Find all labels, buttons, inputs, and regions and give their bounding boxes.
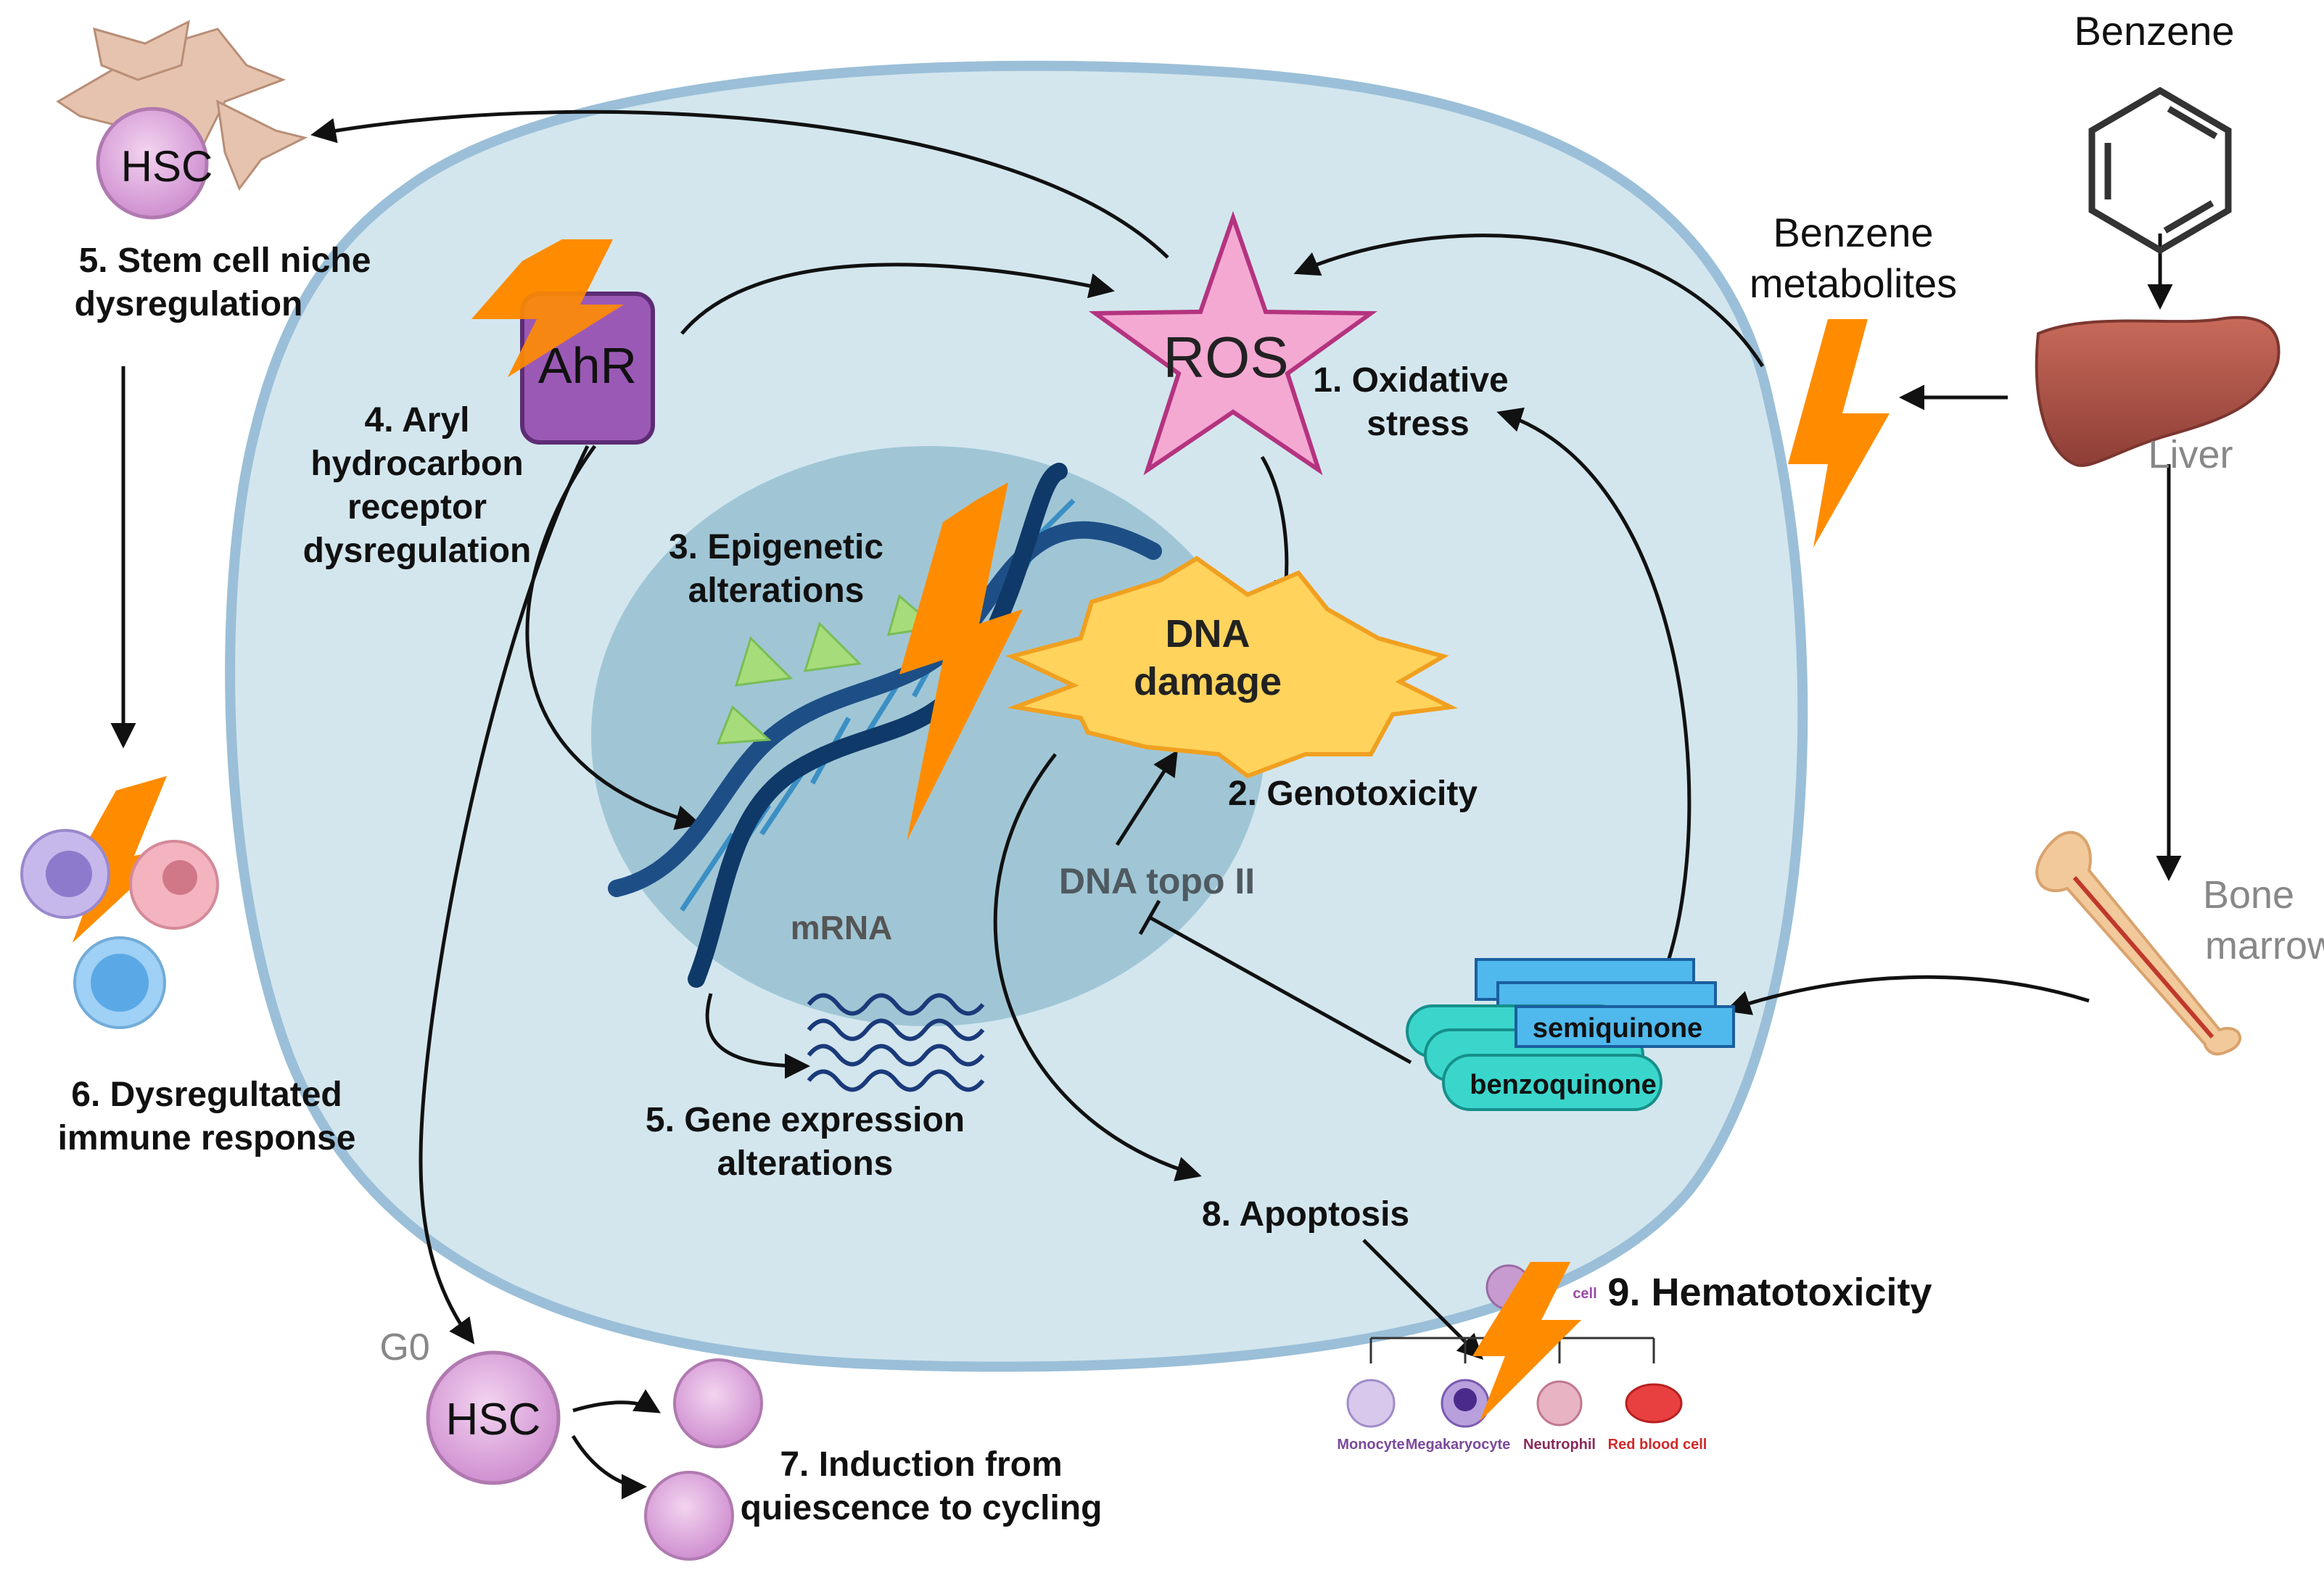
step3-line2: alterations <box>688 571 865 610</box>
blood-lineage-tree <box>1346 1264 1683 1428</box>
stem-cell-label: cell <box>1573 1286 1596 1302</box>
step5b-line2: alterations <box>717 1144 894 1183</box>
benzene-ring-icon <box>2088 86 2232 255</box>
g0-label: G0 <box>379 1326 429 1369</box>
bone-marrow-line2: marrow <box>2205 924 2324 967</box>
arrows <box>110 110 2182 1500</box>
dna-damage-burst <box>1005 556 1459 779</box>
step5a-line1: 5. Stem cell niche <box>79 242 371 280</box>
lightning-icon <box>471 239 624 377</box>
lightning-icon <box>899 482 1023 841</box>
step4-line4: dysregulation <box>303 532 532 570</box>
step2-line1: 2. Genotoxicity <box>1228 775 1478 813</box>
bone-marrow-line1: Bone <box>2203 873 2294 917</box>
neutrophil-label: Neutrophil <box>1523 1437 1596 1453</box>
step-labels: 1. Oxidative stress 2. Genotoxicity 3. E… <box>58 242 1932 1527</box>
hsc-quiescent-label: HSC <box>446 1395 541 1445</box>
megakaryocyte-label: Megakaryocyte <box>1406 1437 1511 1453</box>
cycling-cell <box>673 1358 763 1448</box>
arrow-dna-damage-to-apoptosis <box>993 753 1202 1181</box>
step7-line2: quiescence to cycling <box>741 1489 1103 1527</box>
liver-icon <box>2035 315 2280 467</box>
benzene-label: Benzene <box>2074 8 2234 54</box>
step8-line1: 8. Apoptosis <box>1202 1195 1409 1234</box>
lightning-icon <box>1472 1262 1581 1421</box>
hsc-quiescent-cell <box>426 1350 561 1485</box>
step4-line2: hydrocarbon <box>310 445 523 483</box>
inhibition-line <box>1138 899 1412 1065</box>
arrow-apoptosis-to-hematotoxicity <box>1362 1239 1483 1360</box>
monocyte-label: Monocyte <box>1337 1437 1404 1453</box>
step7-line1: 7. Induction from <box>780 1445 1062 1484</box>
arrow-ros-to-niche <box>310 110 1169 259</box>
arrow-hsc-to-cycling-1 <box>572 1389 662 1413</box>
metabolites-line1: Benzene <box>1773 210 1933 255</box>
ros-label: ROS <box>1163 325 1288 389</box>
step9-line1: 9. Hematotoxicity <box>1607 1271 1932 1314</box>
step5a-line2: dysregulation <box>75 285 303 323</box>
bone-icon <box>2035 830 2242 1056</box>
dna-topo-label: DNA topo II <box>1059 861 1255 901</box>
stromal-cells-icon <box>56 20 308 191</box>
step4-line1: 4. Aryl <box>365 401 470 439</box>
metabolites-line2: metabolites <box>1750 260 1957 306</box>
arrow-ahr-to-ros <box>680 263 1115 335</box>
step6-line1: 6. Dysregultated <box>71 1076 342 1114</box>
arrow-hsc-to-cycling-2 <box>571 1435 647 1500</box>
step6-line2: immune response <box>58 1119 356 1157</box>
step5b-line1: 5. Gene expression <box>646 1101 965 1139</box>
hsc-niche-label: HSC <box>121 142 213 191</box>
hsc-niche-cell <box>96 107 209 220</box>
dna-damage-line2: damage <box>1134 660 1282 703</box>
arrow-metabolites-to-ros <box>1293 234 1765 368</box>
ros-star <box>1088 210 1378 476</box>
mrna-label: mRNA <box>791 909 893 946</box>
lightning-icon <box>1788 319 1890 548</box>
arrow-dna-to-mrna <box>705 993 810 1079</box>
arrow-ahr-to-hsc <box>419 445 590 1345</box>
liver-label: Liver <box>2148 433 2233 476</box>
mrna-strands <box>807 993 985 1092</box>
step1-line2: stress <box>1367 405 1469 443</box>
step4-line3: receptor <box>347 488 487 527</box>
red-blood-cell-label: Red blood cell <box>1608 1437 1707 1453</box>
arrow-bone-marrow-to-quinones <box>1725 975 2090 1015</box>
step1-line1: 1. Oxidative <box>1313 361 1508 400</box>
benzoquinone-label: benzoquinone <box>1470 1070 1657 1100</box>
immune-cells-icon <box>20 829 219 1029</box>
quinone-stack <box>1406 958 1735 1111</box>
step3-line1: 3. Epigenetic <box>669 528 883 566</box>
arrow-topo-to-dna-damage <box>1115 750 1178 846</box>
semiquinone-label: semiquinone <box>1533 1013 1702 1044</box>
cycling-cell <box>644 1471 734 1561</box>
arrow-quinones-to-oxidative-stress <box>1496 407 1692 962</box>
dna-damage-line1: DNA <box>1166 612 1250 656</box>
